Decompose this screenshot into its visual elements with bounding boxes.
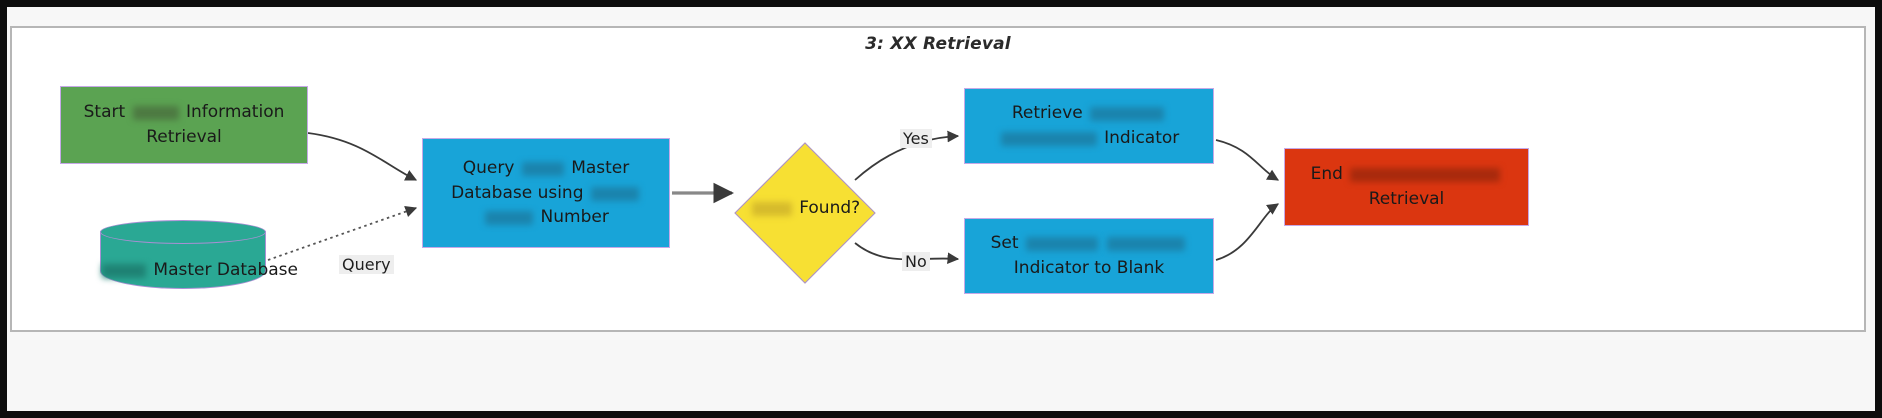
node-retrieve-label: Retrieve Indicator (999, 101, 1180, 150)
node-master-database[interactable]: Master Database (100, 220, 298, 292)
node-end-line2: Retrieval (1368, 189, 1445, 209)
redacted-text (590, 186, 639, 201)
edge-label-yes: Yes (900, 129, 932, 148)
node-start-label: Start Information Retrieval (84, 100, 285, 149)
node-start-line2: Retrieval (146, 127, 222, 147)
node-start-line1-after: Information (185, 102, 285, 123)
node-end-retrieval[interactable]: End Retrieval (1284, 148, 1529, 226)
redacted-text (132, 106, 179, 121)
edge-database-to-query (267, 205, 418, 261)
node-retrieve-indicator[interactable]: Retrieve Indicator (964, 88, 1214, 164)
flowchart-canvas: Start Information Retrieval Master Datab… (12, 28, 1868, 334)
node-setblank-label: Set Indicator to Blank (991, 231, 1188, 280)
node-database-label: Master Database (100, 258, 298, 283)
redacted-text (1090, 107, 1165, 122)
node-setblank-line2: Indicator to Blank (1013, 258, 1165, 278)
diagram-frame: 3: XX Retrieval (10, 26, 1866, 332)
node-decision-label-after: Found? (799, 198, 861, 218)
node-retrieve-line1-before: Retrieve (1011, 103, 1083, 124)
node-query-line2-before: Database using (451, 182, 584, 203)
redacted-text (102, 264, 146, 278)
node-set-indicator-blank[interactable]: Set Indicator to Blank (964, 218, 1214, 294)
redacted-text (1350, 168, 1501, 183)
node-retrieve-line2-after: Indicator (1104, 128, 1180, 148)
node-start-information-retrieval[interactable]: Start Information Retrieval (60, 86, 308, 164)
node-decision-label: Found? (712, 196, 898, 221)
node-query-line1-after: Master (571, 158, 630, 179)
node-query-line1-before: Query (462, 158, 515, 179)
node-database-label-after: Master Database (153, 260, 298, 280)
edge-label-no: No (902, 252, 930, 271)
node-end-line1-before: End (1310, 164, 1343, 185)
redacted-text (485, 211, 534, 226)
redacted-text (751, 202, 792, 216)
node-decision-found[interactable]: Found? (734, 142, 876, 284)
node-setblank-line1-before: Set (990, 233, 1019, 254)
flowchart-edges (267, 130, 1280, 265)
node-query-line3-after: Number (540, 207, 609, 228)
node-query-master-database[interactable]: Query Master Database using Number (422, 138, 670, 248)
cylinder-top (100, 220, 266, 244)
redacted-text (1107, 237, 1186, 252)
redacted-text (1025, 237, 1098, 252)
edge-start-to-query (307, 132, 418, 181)
node-end-label: End Retrieval (1311, 162, 1503, 211)
edge-setblank-to-end (1215, 203, 1279, 261)
node-query-label: Query Master Database using Number (451, 156, 641, 230)
diagram-title: 3: XX Retrieval (865, 34, 1011, 54)
redacted-text (1000, 132, 1097, 146)
edge-label-query: Query (339, 255, 394, 274)
redacted-text (521, 162, 564, 177)
node-start-line1-before: Start (83, 102, 126, 123)
edge-retrieve-to-end (1215, 139, 1280, 181)
edge-decision-to-retrieve (854, 130, 960, 181)
